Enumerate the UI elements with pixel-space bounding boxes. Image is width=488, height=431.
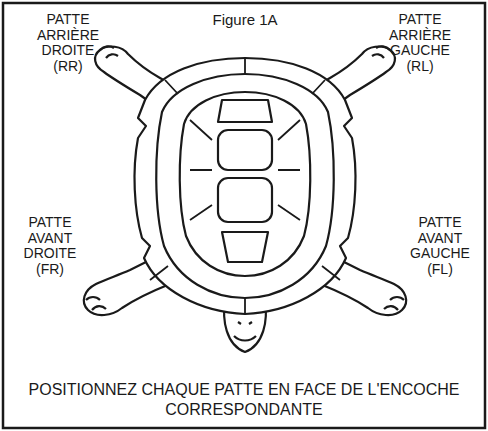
center-scute xyxy=(218,130,272,170)
top-scute xyxy=(218,100,272,122)
head-details xyxy=(234,322,256,341)
figure-title: Figure 1A xyxy=(212,12,277,29)
claw-lines xyxy=(86,297,106,310)
center-scute xyxy=(218,178,272,222)
leg-label: PATTE ARRIÈRE DROITE (RR) xyxy=(37,12,99,75)
claw-lines xyxy=(372,46,390,58)
leg-label: PATTE AVANT DROITE (FR) xyxy=(24,215,77,278)
claw-lines xyxy=(384,297,404,310)
rim-seams xyxy=(150,58,340,314)
plastron-inner xyxy=(180,92,311,276)
shell-rim xyxy=(135,58,356,314)
plastron-outline xyxy=(156,74,334,298)
leg-label: PATTE AVANT GAUCHE (FL) xyxy=(410,215,470,278)
claw-lines xyxy=(100,46,118,58)
frame-border xyxy=(3,3,485,428)
instruction-caption: POSITIONNEZ CHAQUE PATTE EN FACE DE L'EN… xyxy=(24,380,464,420)
leg-label: PATTE ARRIÈRE GAUCHE (RL) xyxy=(389,12,451,75)
scute-seams xyxy=(190,120,300,220)
bottom-scute xyxy=(222,232,268,262)
